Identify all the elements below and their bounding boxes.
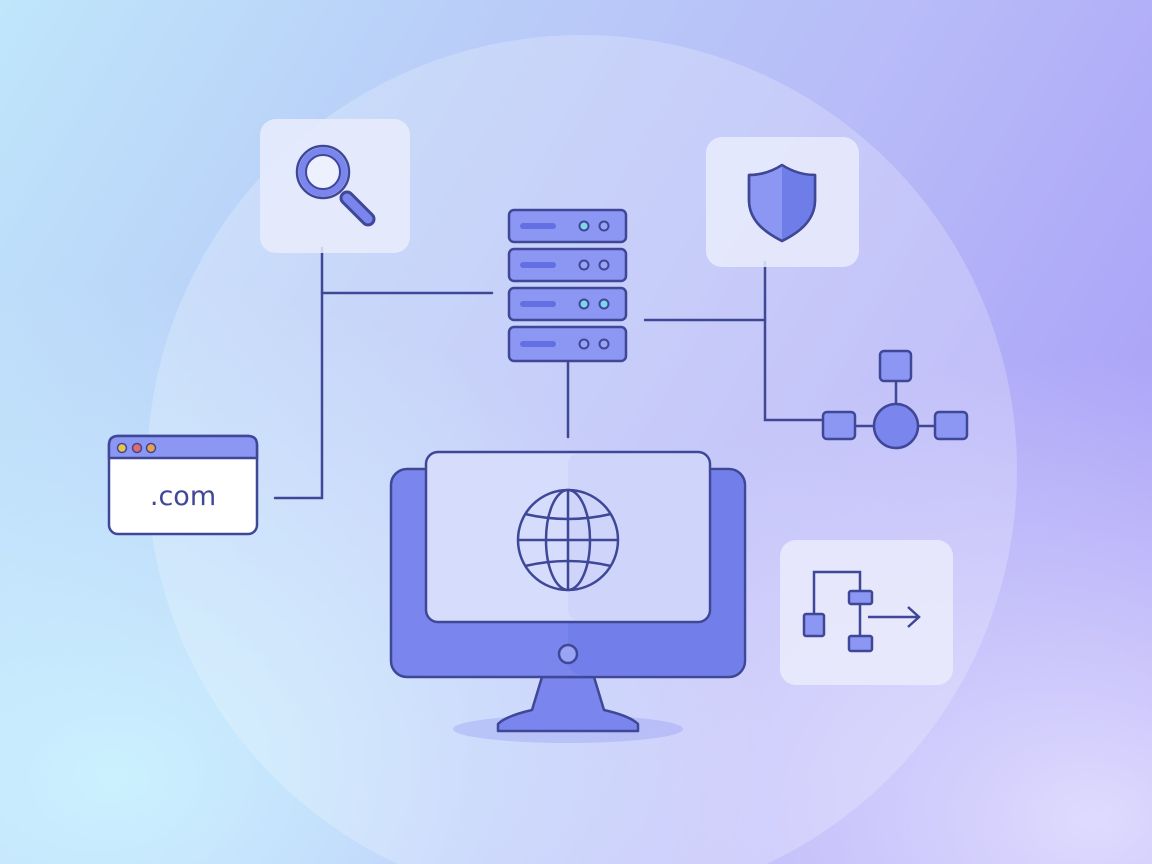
magnifier-icon [295, 144, 376, 227]
monitor-stand [496, 675, 640, 733]
search-tile [260, 119, 410, 253]
browser-window-icon: .com [107, 434, 259, 536]
server-unit-2 [507, 247, 628, 283]
globe-icon [516, 488, 620, 592]
server-unit-4 [507, 325, 628, 363]
server-unit-1 [507, 208, 628, 244]
shield-tile [706, 137, 859, 267]
connector-lines [273, 246, 824, 500]
connector-shield-to-network [763, 260, 824, 422]
monitor-icon [389, 450, 747, 743]
window-dot-red [116, 442, 128, 454]
server-rack-icon [507, 208, 628, 363]
window-dot-yellow [131, 442, 143, 454]
flowchart-tile [780, 540, 953, 685]
connector-search-to-browser [273, 246, 324, 500]
monitor-power-button [557, 643, 579, 665]
flowchart-icon [802, 570, 921, 653]
shield-icon [747, 163, 817, 243]
domain-label: .com [150, 481, 216, 512]
window-dot-green [145, 442, 157, 454]
network-nodes-icon [821, 349, 969, 450]
server-unit-3 [507, 286, 628, 322]
